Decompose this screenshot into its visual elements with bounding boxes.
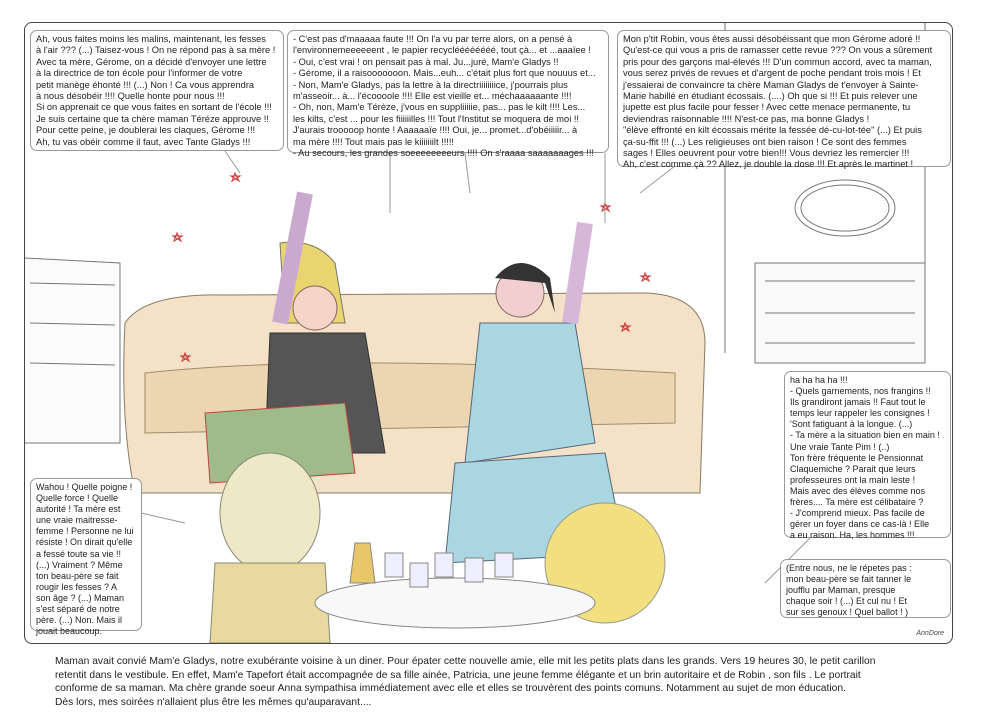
- speech-bubble-boys: - C'est pas d'maaaaa faute !!! On l'a vu…: [287, 30, 609, 158]
- speech-bubble-gladys: Ah, vous faites moins les malins, mainte…: [30, 30, 284, 151]
- speech-bubble-anna-aside: (Entre nous, ne le répetes pas : mon bea…: [780, 559, 951, 618]
- figure-patricia: [209, 452, 331, 643]
- speech-bubble-patricia: Wahou ! Quelle poigne ! Quelle force ! Q…: [30, 478, 142, 636]
- table-with-glasses: [314, 542, 596, 629]
- speech-bubble-anna: ha ha ha ha !!! - Quels garnements, nos …: [784, 371, 951, 540]
- illustration: [25, 23, 926, 643]
- artist-signature: AnnDore: [916, 630, 944, 637]
- story-caption: Maman avait convié Mam'e Gladys, notre e…: [55, 656, 876, 708]
- speech-bubble-tereze: Mon p'tit Robin, vous êtes aussi désobéi…: [617, 30, 951, 169]
